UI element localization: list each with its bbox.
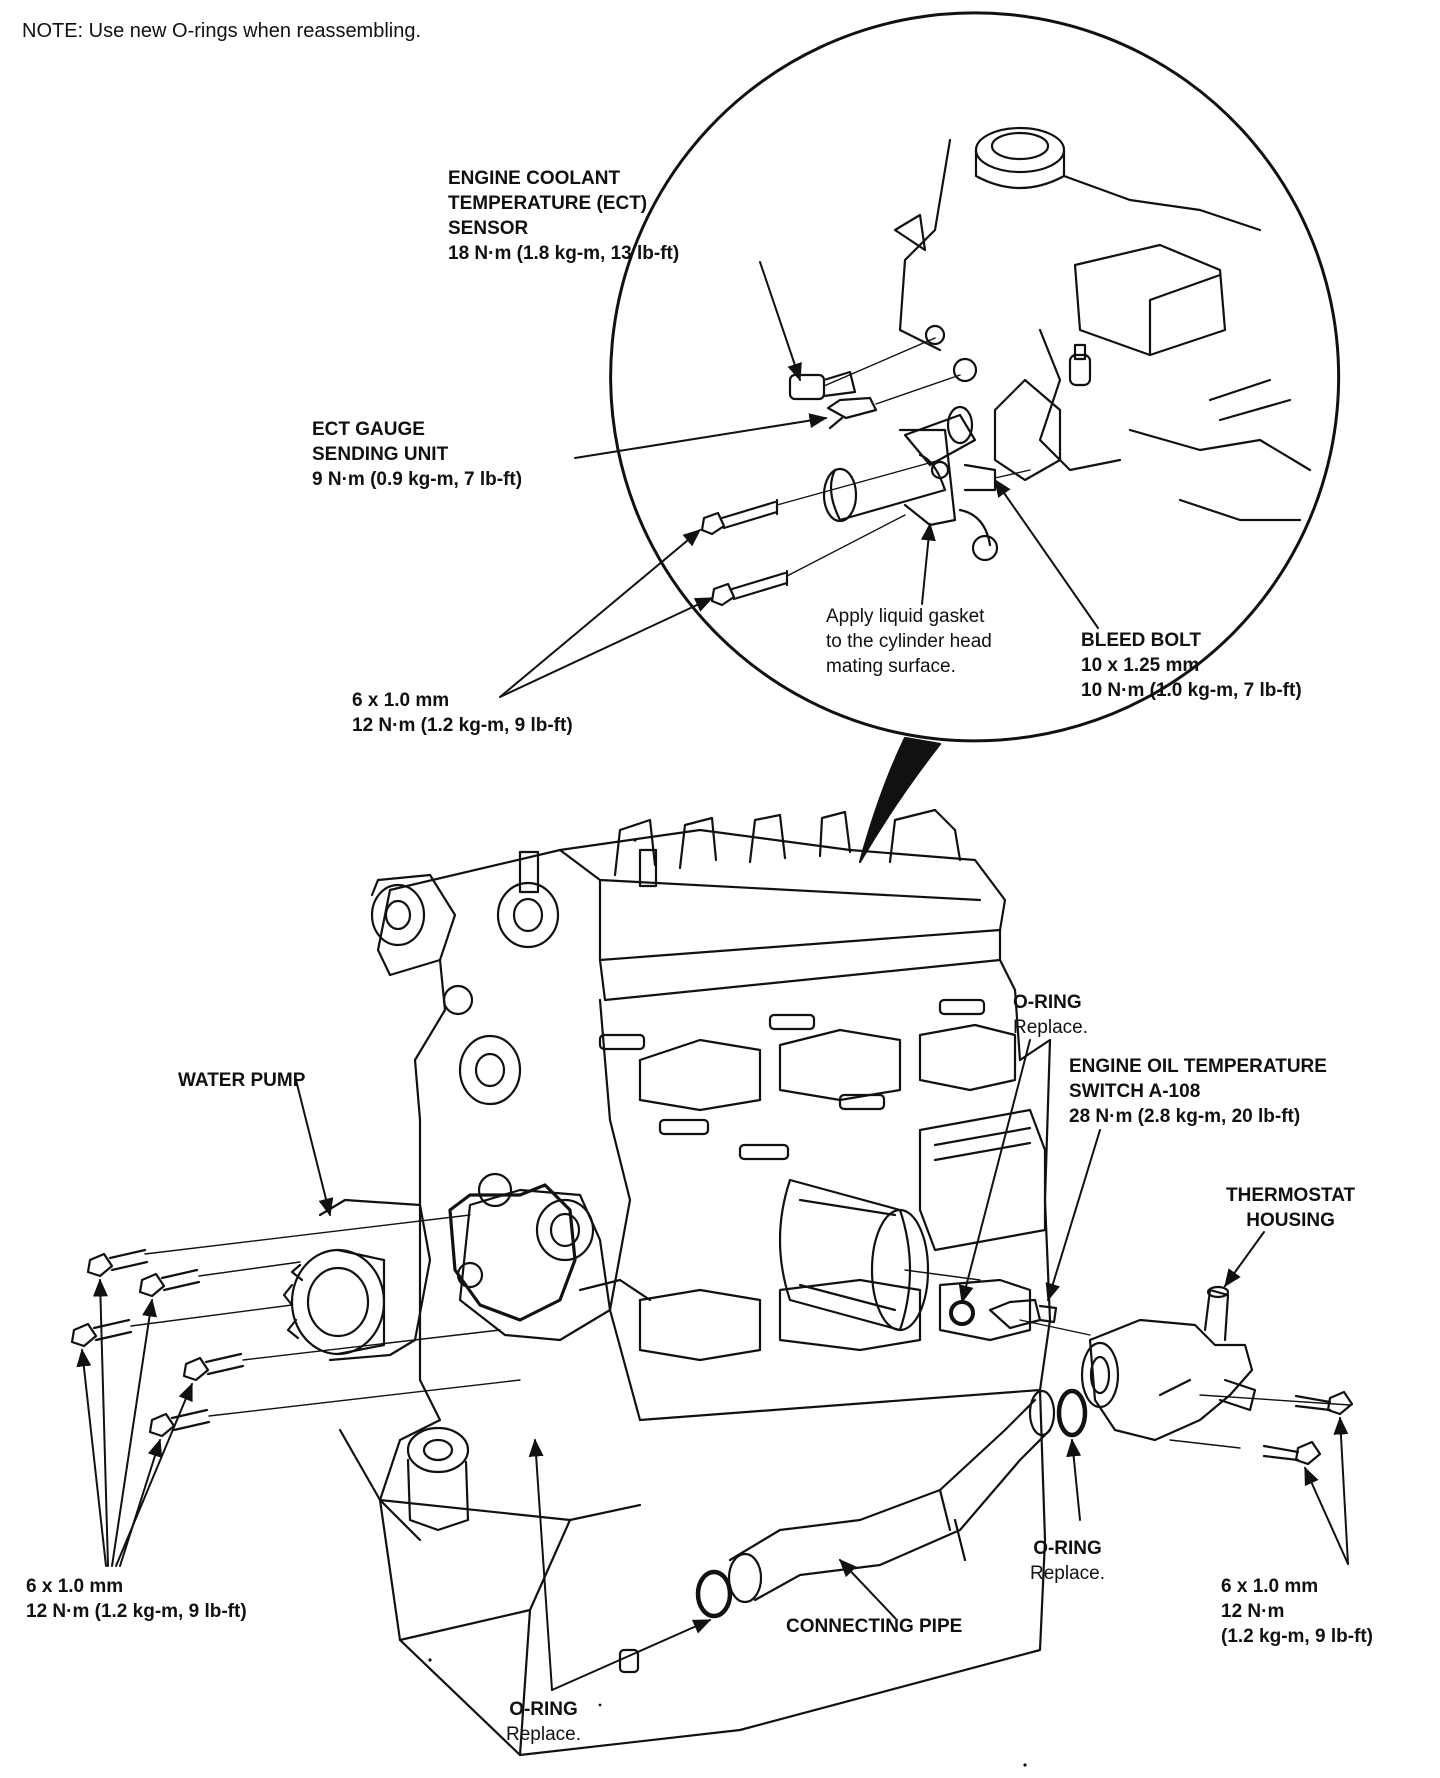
upper-exploded-lines (776, 337, 1031, 577)
thermostat-housing-label: THERMOSTAT HOUSING (1226, 1185, 1356, 1231)
water-pump-label: WATER PUMP (178, 1070, 306, 1091)
oring-filter-label: O-RING Replace. (1013, 992, 1088, 1038)
specks (428, 838, 1027, 1767)
liquid-gasket-note: Apply liquid gasket to the cylinder head… (826, 606, 992, 677)
ect-sensor-label: ENGINE COOLANT TEMPERATURE (ECT) SENSOR … (448, 168, 680, 264)
detail-sensors (788, 370, 999, 562)
reassembly-note: NOTE: Use new O-rings when reassembling. (22, 20, 422, 42)
detail-upper-bolts (700, 498, 789, 607)
lower-exploded-lines (130, 1214, 1351, 1449)
connecting-pipe-label: CONNECTING PIPE (786, 1616, 963, 1637)
oil-temp-switch-label: ENGINE OIL TEMPERATURE SWITCH A-108 28 N… (1069, 1056, 1327, 1127)
left-bolts-label: 6 x 1.0 mm 12 N·m (1.2 kg-m, 9 lb-ft) (26, 1576, 247, 1622)
bleed-bolt-label: BLEED BOLT 10 x 1.25 mm 10 N·m (1.0 kg-m… (1081, 630, 1302, 701)
detail-pointer (858, 736, 942, 864)
detail-cylinder-head (893, 126, 1312, 522)
water-pump-gasket (448, 1183, 577, 1322)
leader-arrows (76, 261, 1349, 1691)
upper-bolts-label: 6 x 1.0 mm 12 N·m (1.2 kg-m, 9 lb-ft) (352, 690, 573, 736)
oring-right-label: O-RING Replace. (1030, 1538, 1105, 1584)
o-ring-filter-art (949, 1300, 975, 1326)
oring-bottom-label: O-RING Replace. (506, 1699, 581, 1745)
o-ring-bottom-art (695, 1569, 733, 1619)
connecting-pipe-art (695, 1298, 1088, 1619)
engine-block (282, 808, 1052, 1757)
thermostat-bolts-label: 6 x 1.0 mm 12 N·m (1.2 kg-m, 9 lb-ft) (1221, 1576, 1374, 1647)
detail-circle (609, 11, 1341, 864)
ect-gauge-label: ECT GAUGE SENDING UNIT 9 N·m (0.9 kg-m, … (312, 419, 523, 490)
thermostat-housing-art (1080, 1285, 1354, 1466)
o-ring-right-art (1056, 1388, 1088, 1438)
water-pump-bolts (70, 1248, 245, 1438)
